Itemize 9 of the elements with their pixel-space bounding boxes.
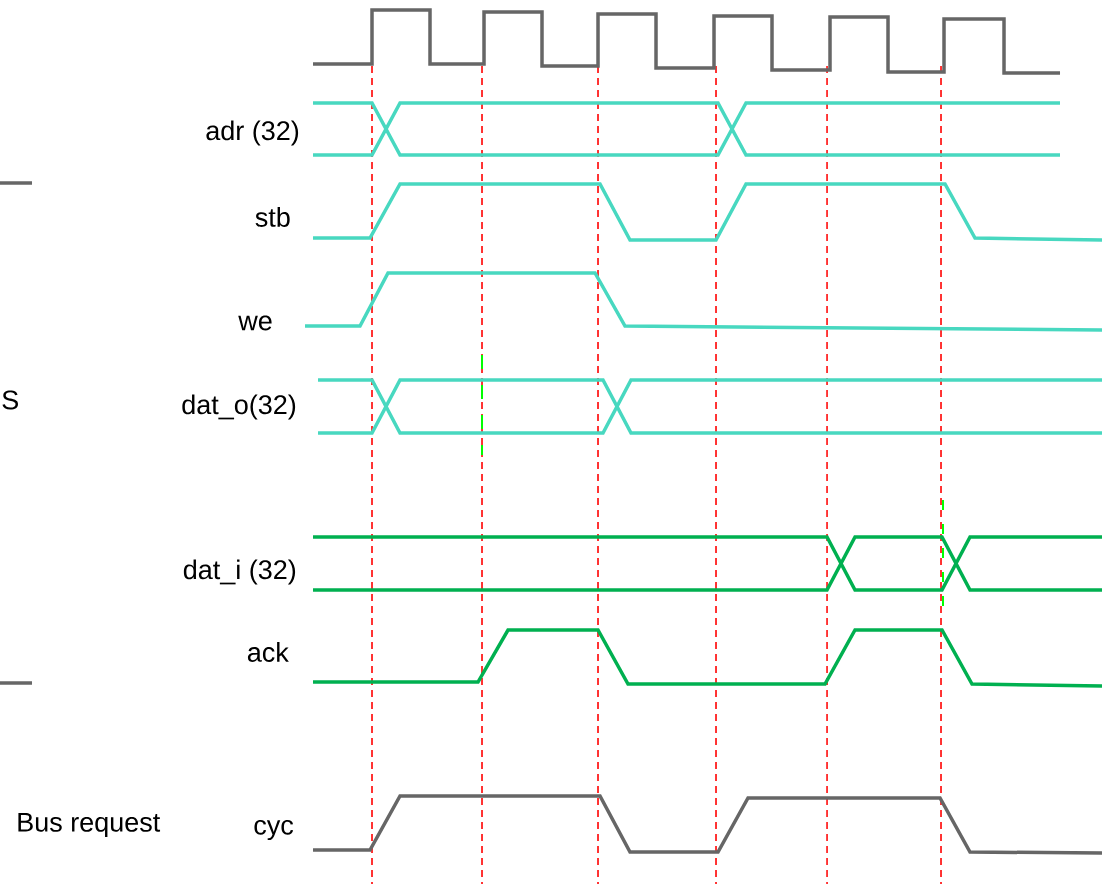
signal-label: adr (32) [206,120,299,146]
signal-label: ack [247,642,289,662]
signal-label: dat_i (32) [183,559,296,585]
signal-label: stb [255,207,290,227]
signal-label: S [2,390,18,410]
signal-label: we [238,315,272,331]
signal-label: Bus request [18,812,161,838]
signal-label: cyc [254,819,294,841]
signal-label: dat_o(32) [182,394,296,420]
